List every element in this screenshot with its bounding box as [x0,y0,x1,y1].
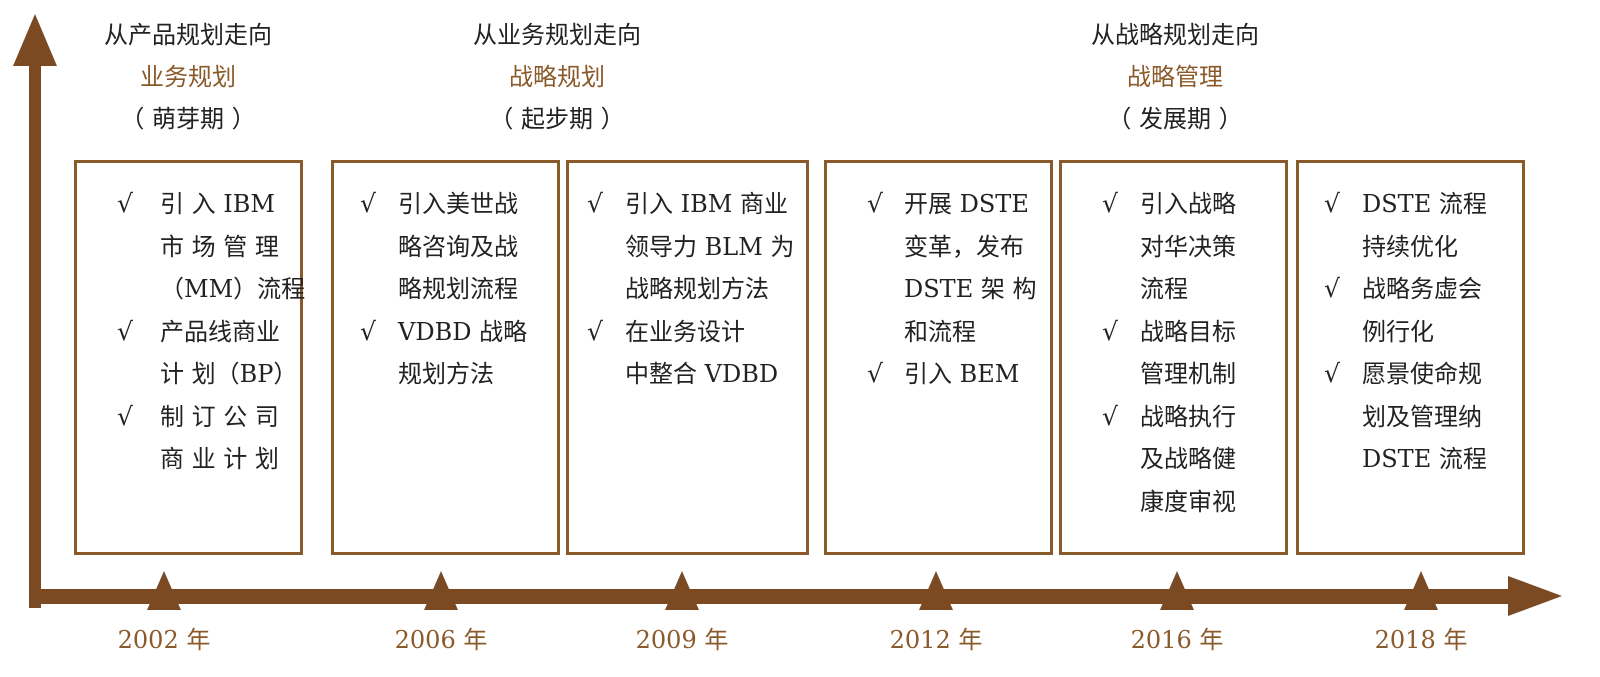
horizontal-axis-arrowhead [1508,576,1562,616]
check-mark-icon: √ [1102,401,1118,431]
year-label: 2012 年 [889,626,983,654]
stage-period-text: （ 起步期 ） [489,105,625,133]
check-mark-icon: √ [360,189,376,218]
stage-target-text: 战略管理 [1127,63,1223,91]
milestone-item-text: 引入战略 [1140,190,1236,218]
check-mark-icon: √ [1324,189,1340,218]
milestone-item-text: 愿景使命规 [1362,360,1482,388]
check-mark-icon: √ [587,316,603,346]
timeline-marker-1 [424,571,458,610]
year-label: 2016 年 [1130,626,1224,654]
milestone-item-text: 产品线商业 [160,317,280,346]
horizontal-axis-line [29,589,1524,604]
milestone-item-text: 计 划（BP） [160,360,298,388]
milestone-item-text: 领导力 BLM 为 [625,232,795,261]
milestone-item-text: 开展 DSTE [904,190,1029,218]
timeline-marker-2 [665,571,699,610]
milestone-item-text: 对华决策 [1140,232,1236,261]
year-label: 2018 年 [1374,626,1468,654]
milestone-box-5: √ DSTE 流程持续优化 √ 战略务虚会例行化 √ 愿景使命规划及管理纳 DSTE 流程 [1296,160,1525,555]
milestone-box-2: √ 引入 IBM 商业领导力 BLM 为战略规划方法 √ 在业务设计中整合 VDBD [566,160,809,555]
milestone-item-text: （MM）流程 [160,275,306,303]
check-mark-icon: √ [1324,274,1340,303]
milestone-item-text: 例行化 [1362,317,1434,346]
timeline-marker-5 [1404,571,1438,610]
vertical-axis-arrowhead [13,14,57,66]
milestone-item-text: 持续优化 [1362,232,1458,261]
milestone-item-text: 康度审视 [1140,487,1236,516]
stage-from-text: 从业务规划走向 [473,21,641,49]
milestone-item-text: 变革，发布 [904,232,1024,261]
milestone-item-text: 战略目标 [1140,317,1236,346]
stage-period-text: （ 萌芽期 ） [120,105,256,133]
milestone-item-text: 引入 IBM 商业 [625,190,788,218]
milestone-item-text: 战略规划方法 [625,275,769,303]
milestone-item-text: 及战略健 [1140,445,1236,473]
milestone-item-text: 规划方法 [398,360,494,388]
check-mark-icon: √ [1324,359,1340,388]
milestone-item-text: 市 场 管 理 [160,232,279,261]
milestone-item-text: DSTE 流程 [1362,190,1487,218]
timeline-marker-4 [1160,571,1194,610]
stage-from-text: 从战略规划走向 [1091,21,1259,49]
milestone-item-text: 略咨询及战 [398,232,518,261]
milestone-item-text: 制 订 公 司 [160,402,279,431]
year-label: 2006 年 [394,626,488,654]
milestone-item-text: VDBD 战略 [398,317,528,346]
milestone-item-text: 略规划流程 [398,275,518,303]
stage-header-2: 从战略规划走向 战略管理 （ 发展期 ） [1045,14,1305,140]
vertical-axis-line [29,58,41,608]
stage-target-text: 业务规划 [140,63,236,91]
stage-header-0: 从产品规划走向 业务规划 （ 萌芽期 ） [58,14,318,140]
stage-target-text: 战略规划 [509,63,605,91]
milestone-item-text: 引入美世战 [398,190,518,218]
milestone-item-text: DSTE 架 构 [904,275,1037,303]
timeline-marker-0 [147,571,181,610]
milestone-item-text: 流程 [1140,275,1188,303]
timeline-marker-3 [919,571,953,610]
check-mark-icon: √ [117,316,133,346]
stage-from-text: 从产品规划走向 [104,21,272,49]
check-mark-icon: √ [117,189,133,218]
milestone-item-text: 在业务设计 [625,317,745,346]
milestone-item-text: 商 业 计 划 [160,445,279,473]
milestone-item-text: 战略务虚会 [1362,275,1482,303]
milestone-box-4: √ 引入战略对华决策流程 √ 战略目标管理机制 √ 战略执行及战略健康度审视 [1059,160,1288,555]
milestone-item-text: 和流程 [904,317,976,346]
check-mark-icon: √ [867,189,883,218]
milestone-box-1: √ 引入美世战略咨询及战略规划流程 √ VDBD 战略规划方法 [331,160,560,555]
milestone-item-text: DSTE 流程 [1362,445,1487,473]
check-mark-icon: √ [867,359,883,388]
milestone-item-text: 引 入 IBM [160,190,275,218]
stage-header-1: 从业务规划走向 战略规划 （ 起步期 ） [427,14,687,140]
check-mark-icon: √ [117,401,133,431]
check-mark-icon: √ [1102,189,1118,218]
milestone-box-3: √ 开展 DSTE 变革，发布 DSTE 架 构和流程 √ 引入 BEM [824,160,1053,555]
check-mark-icon: √ [587,189,603,218]
year-label: 2009 年 [635,626,729,654]
milestone-item-text: 管理机制 [1140,360,1236,388]
check-mark-icon: √ [1102,316,1118,346]
year-label: 2002 年 [117,626,211,654]
milestone-item-text: 引入 BEM [904,360,1020,388]
milestone-item-text: 划及管理纳 [1362,402,1482,431]
stage-period-text: （ 发展期 ） [1107,105,1243,133]
check-mark-icon: √ [360,316,376,346]
milestone-box-0: √ 引 入 IBM 市 场 管 理 （MM）流程 √ 产品线商业计 划（BP） √ 制 订 公… [74,160,306,555]
milestone-item-text: 中整合 VDBD [625,360,779,388]
milestone-item-text: 战略执行 [1140,402,1236,431]
